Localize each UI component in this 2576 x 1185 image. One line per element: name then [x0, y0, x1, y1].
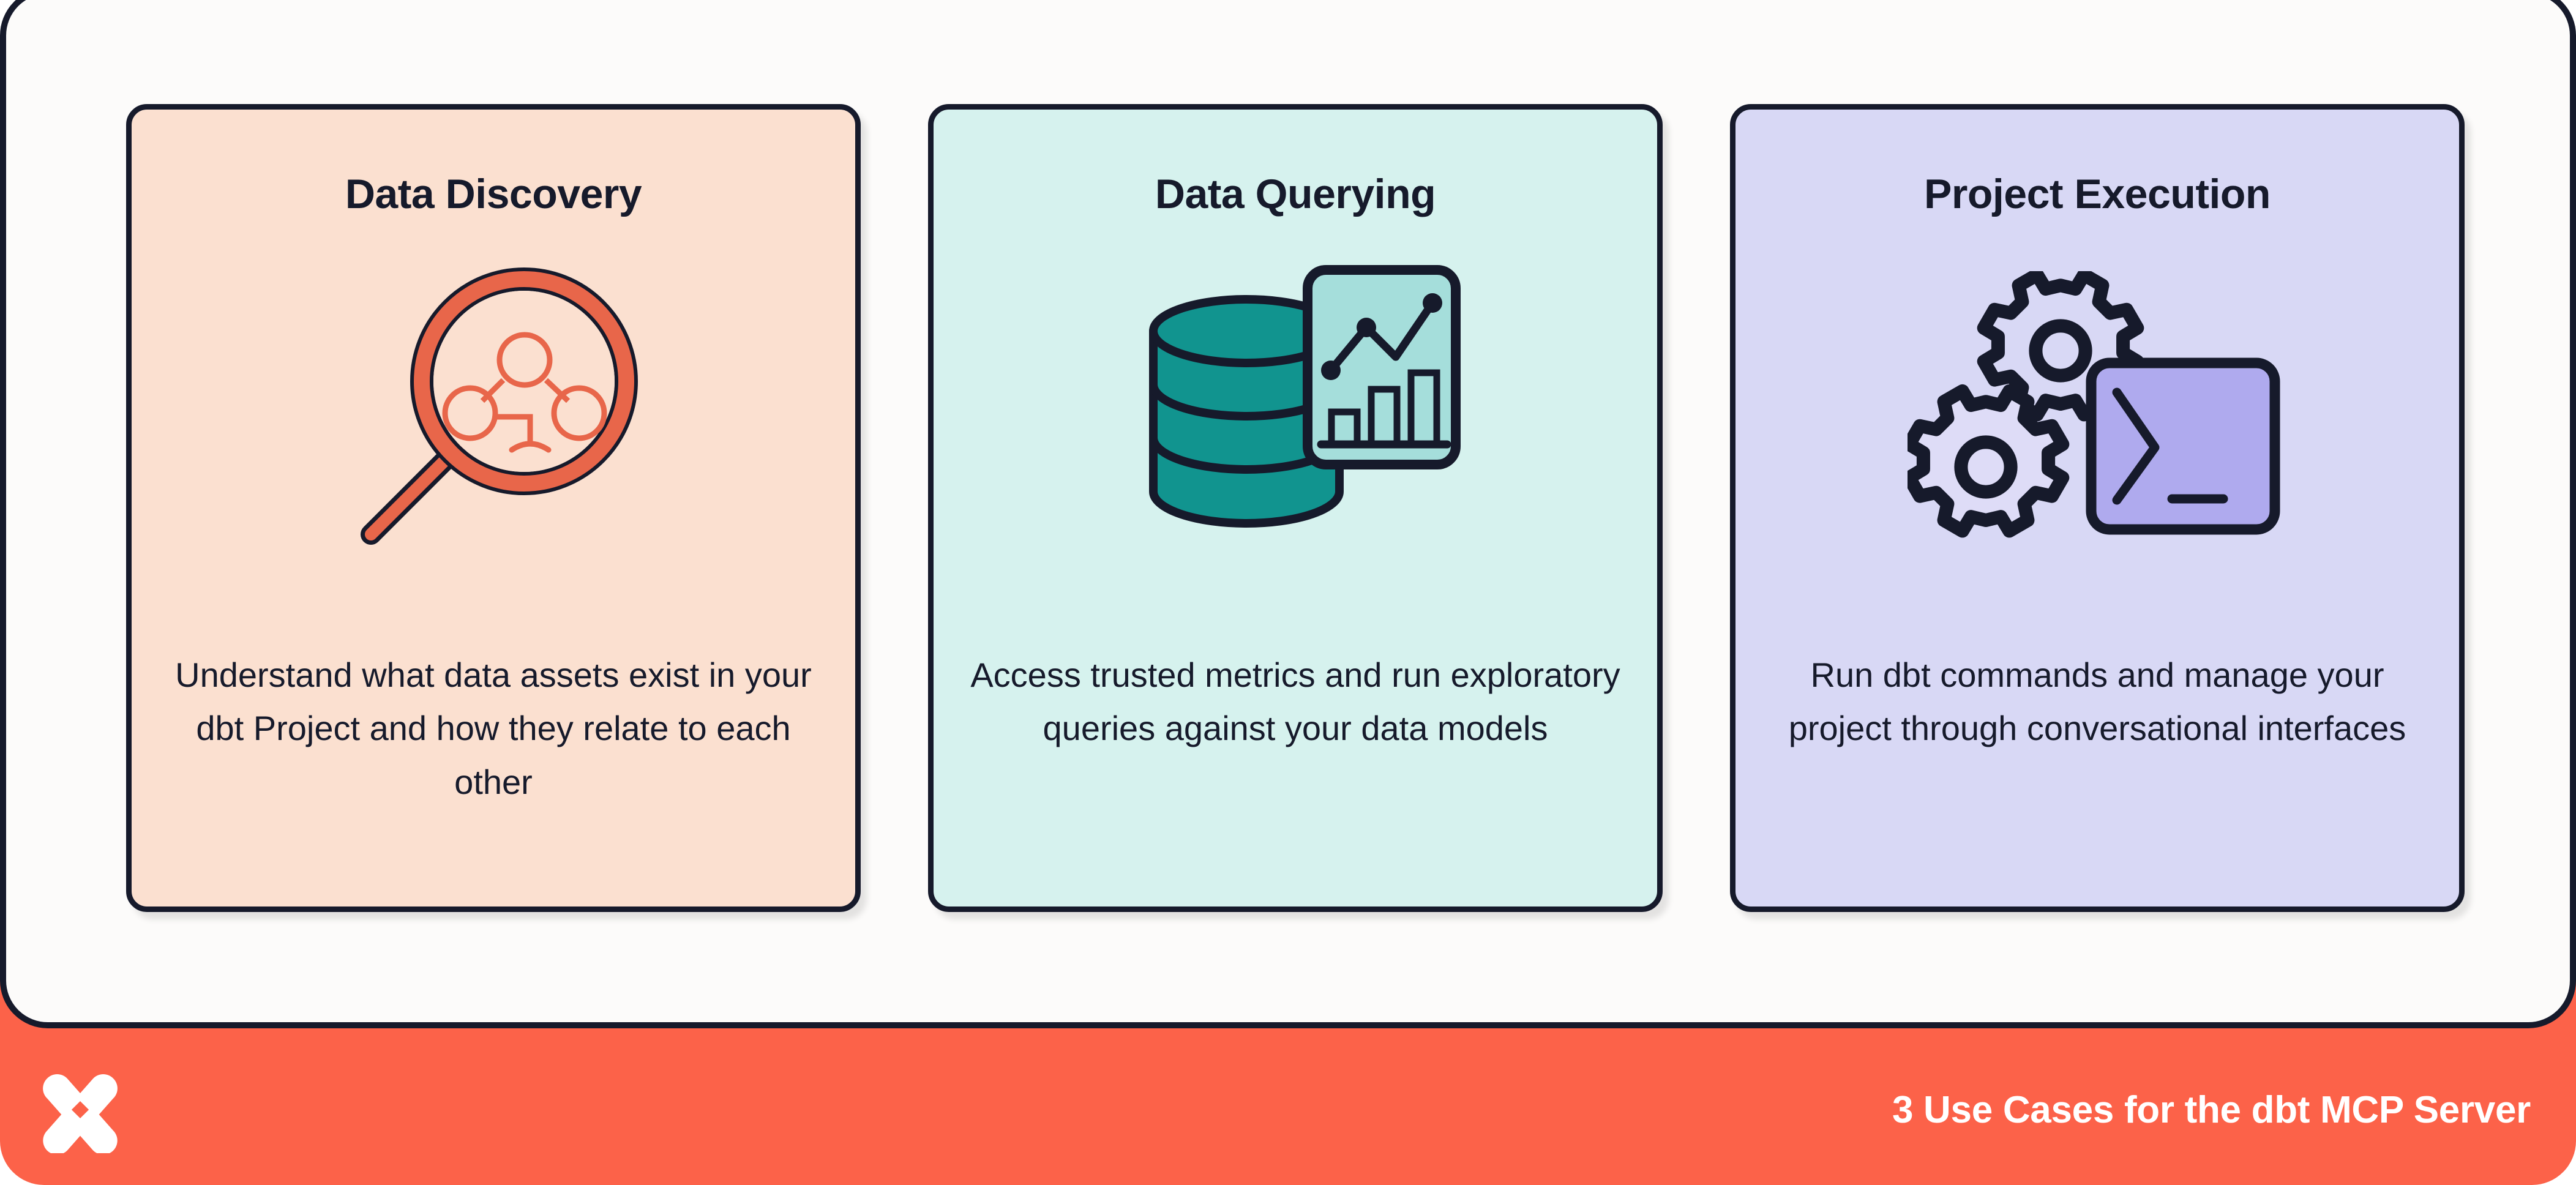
- card-body-text: Access trusted metrics and run explorato…: [970, 656, 1620, 748]
- card-title: Data Discovery: [345, 171, 642, 217]
- footer-caption: 3 Use Cases for the dbt MCP Server: [1892, 1088, 2531, 1131]
- use-case-card-data-discovery[interactable]: Data Discovery: [126, 104, 861, 912]
- database-chart-icon: [1124, 241, 1467, 583]
- use-case-card-project-execution[interactable]: Project Execution: [1730, 104, 2465, 912]
- use-case-cards-row: Data Discovery: [126, 104, 2465, 912]
- dbt-logo-icon: [43, 1074, 118, 1153]
- card-title: Project Execution: [1924, 171, 2271, 217]
- content-panel: Data Discovery: [0, 0, 2576, 1028]
- card-body-text: Understand what data assets exist in you…: [175, 656, 812, 801]
- card-body-text: Run dbt commands and manage your project…: [1788, 656, 2406, 748]
- footer-bar: 3 Use Cases for the dbt MCP Server: [0, 1034, 2576, 1185]
- gears-terminal-icon: [1908, 241, 2287, 583]
- use-case-card-data-querying[interactable]: Data Querying: [928, 104, 1663, 912]
- gear-icon: [1977, 271, 2144, 422]
- card-title: Data Querying: [1155, 171, 1436, 217]
- gear-icon: [1908, 384, 2070, 538]
- magnifying-glass-lineage-icon: [328, 241, 659, 583]
